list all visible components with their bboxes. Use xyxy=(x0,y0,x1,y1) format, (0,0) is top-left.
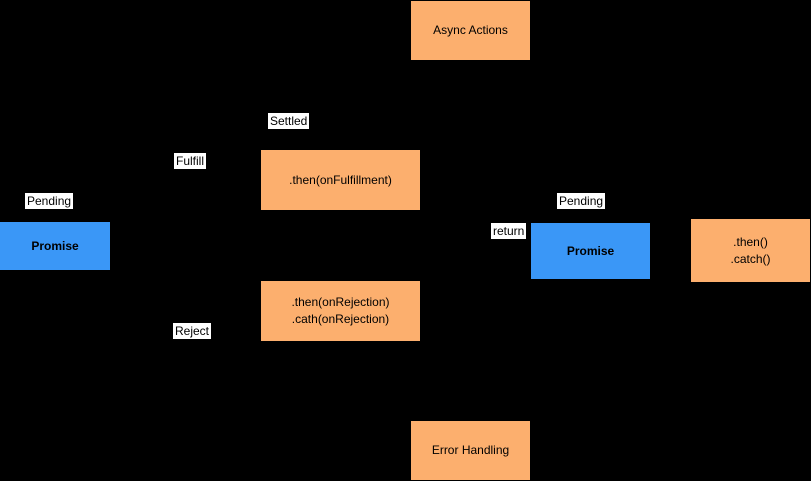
node-promise-left[interactable]: Promise xyxy=(0,222,110,270)
edge-label-reject: Reject xyxy=(173,323,212,339)
node-then-on-fulfillment[interactable]: .then(onFulfillment) xyxy=(261,150,420,210)
node-then-on-fulfillment-label: .then(onFulfillment) xyxy=(289,172,392,187)
edge-label-settled: Settled xyxy=(268,113,310,129)
connector-async-actions-down xyxy=(470,60,471,113)
node-then-catch-on-rejection[interactable]: .then(onRejection) .cath(onRejection) xyxy=(261,281,420,341)
node-async-actions-label: Async Actions xyxy=(433,23,508,37)
edge-label-pending-right: Pending xyxy=(557,193,606,209)
node-cath-on-rejection-label: .cath(onRejection) xyxy=(291,312,390,326)
connector-fulfill-branch xyxy=(185,180,261,181)
connector-to-promise-right xyxy=(420,251,531,252)
edge-label-pending-left: Pending xyxy=(25,193,74,209)
node-async-actions[interactable]: Async Actions xyxy=(411,1,530,60)
node-error-handling[interactable]: Error Handling xyxy=(411,421,530,480)
connector-promise-right-to-then-catch xyxy=(650,251,691,252)
node-then-on-rejection-label: .then(onRejection) xyxy=(291,295,390,309)
edge-label-fulfill: Fulfill xyxy=(174,153,207,169)
node-then-catch[interactable]: .then() .catch() xyxy=(691,219,810,282)
node-then-label: .then() xyxy=(733,234,768,249)
node-promise-right[interactable]: Promise xyxy=(531,223,650,279)
node-catch-label: .catch() xyxy=(730,251,771,266)
node-promise-left-label: Promise xyxy=(31,238,79,253)
edge-label-return: return xyxy=(491,223,527,239)
connector-async-to-promise-left xyxy=(110,245,261,246)
node-promise-right-label: Promise xyxy=(566,243,615,258)
node-error-handling-label: Error Handling xyxy=(431,443,510,457)
connector-to-error-handling xyxy=(470,341,471,421)
connector-reject-branch xyxy=(185,311,261,312)
